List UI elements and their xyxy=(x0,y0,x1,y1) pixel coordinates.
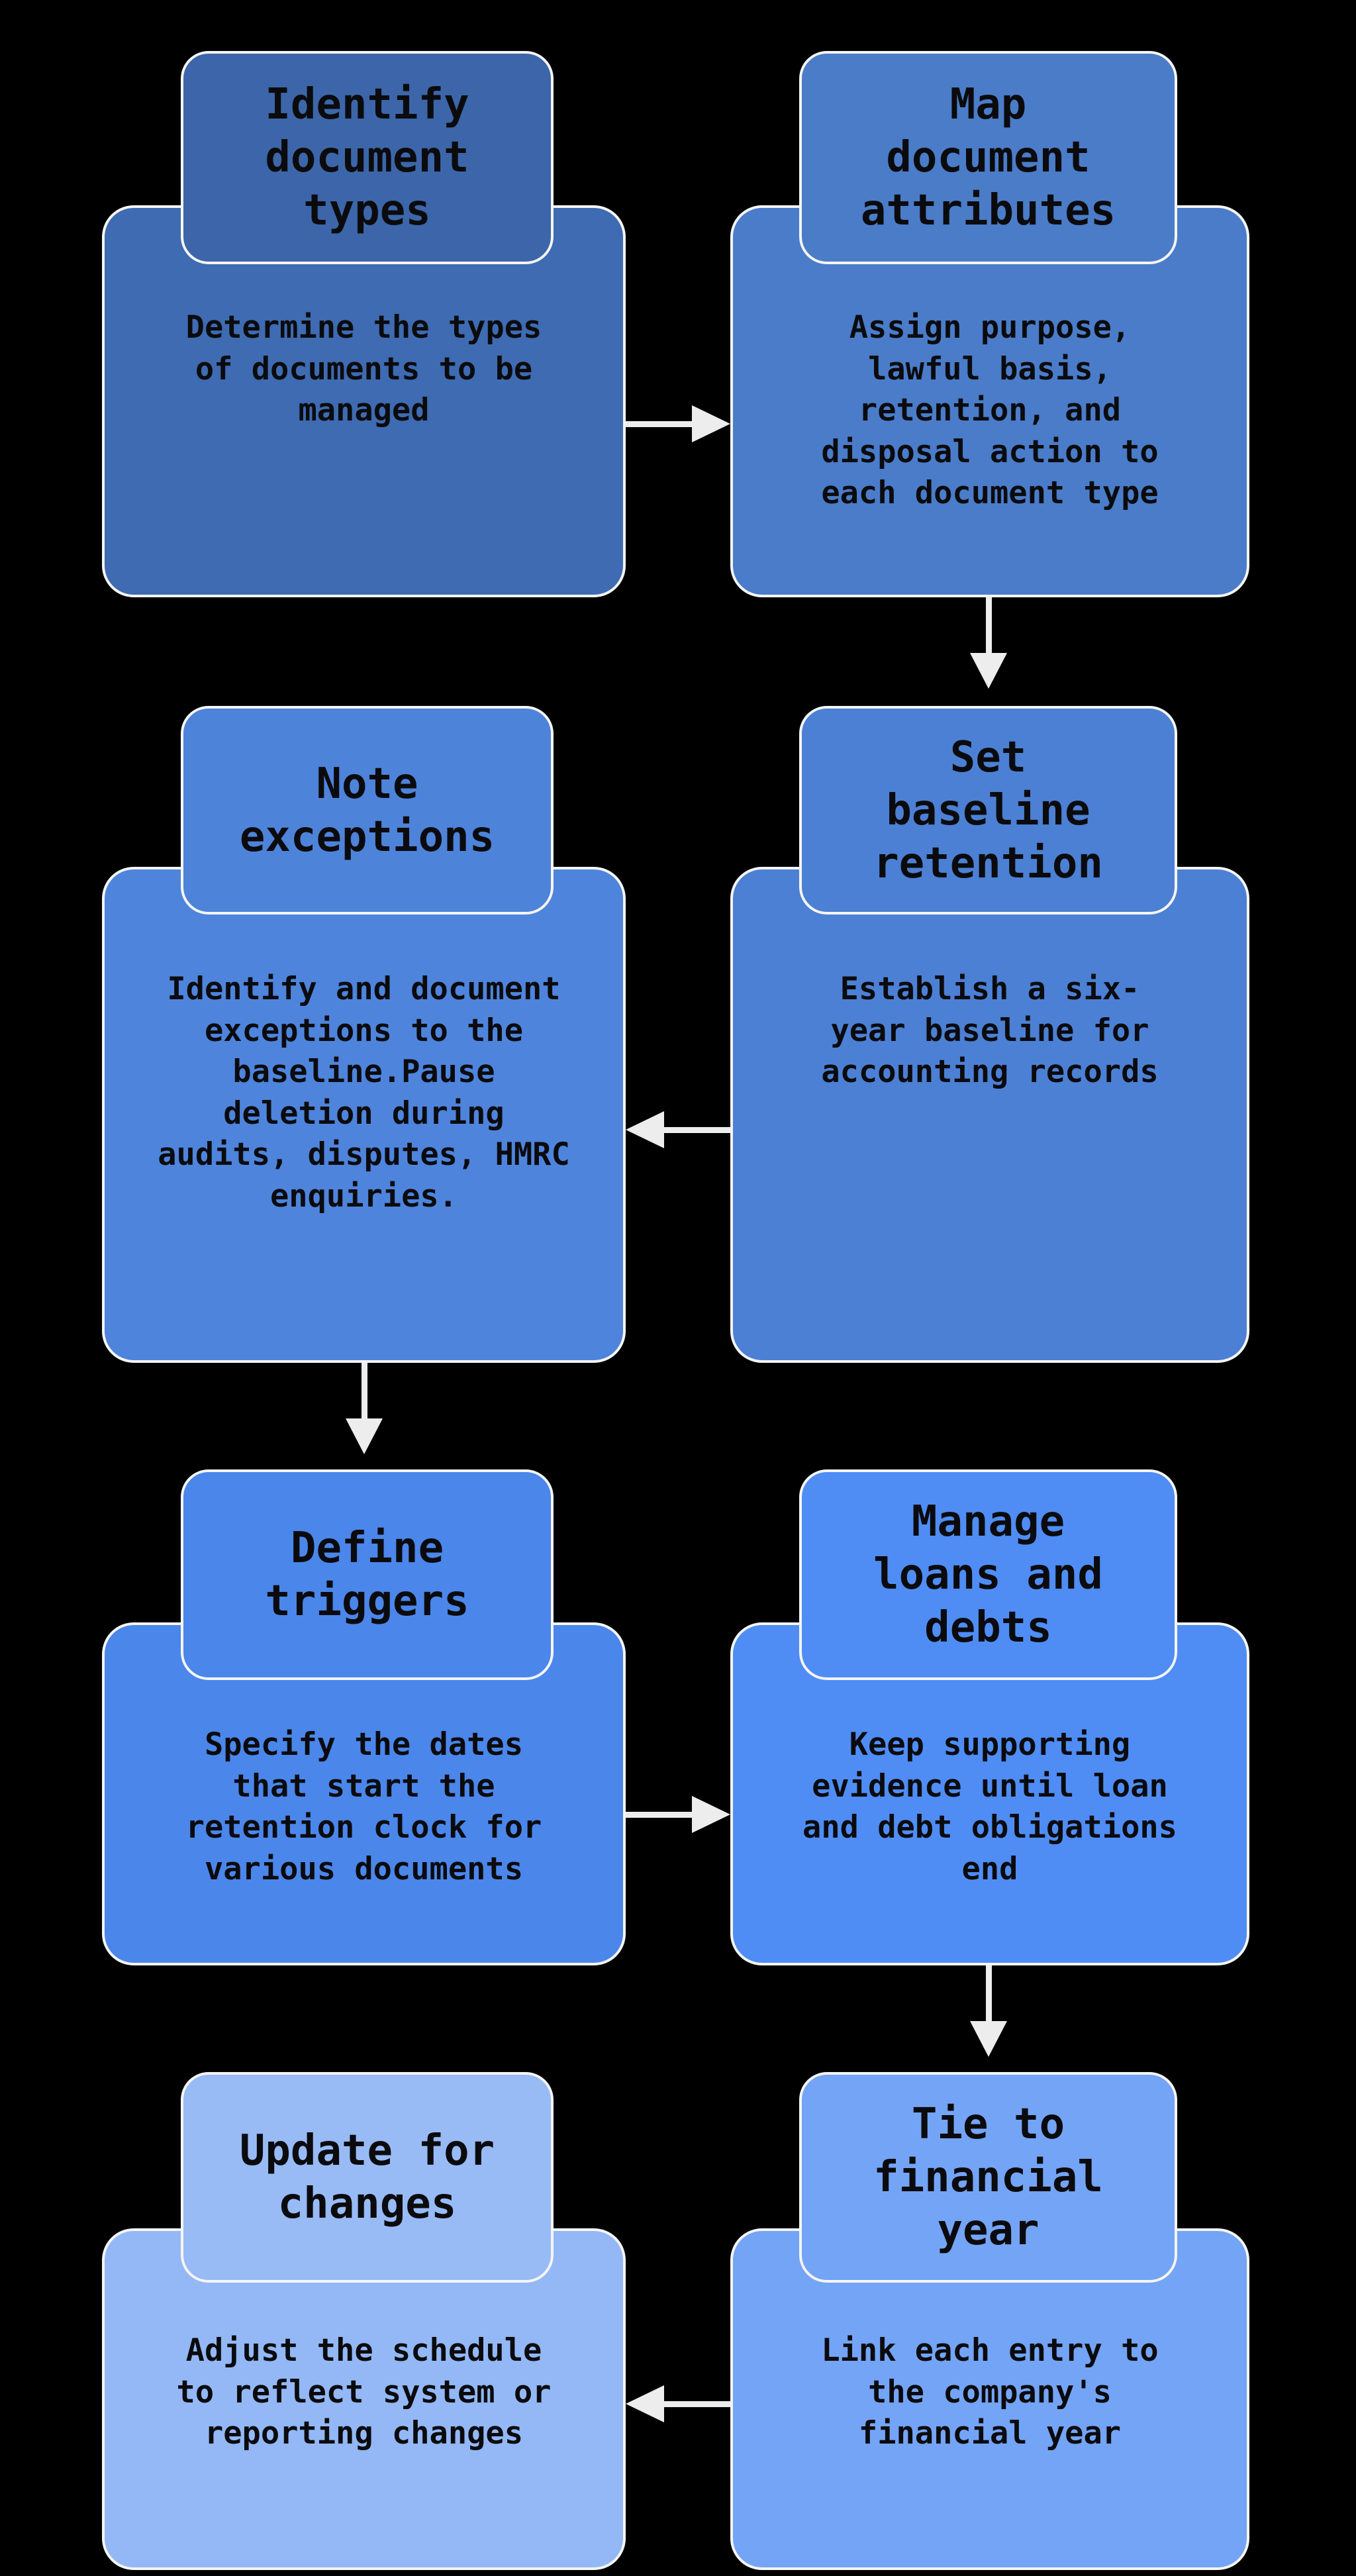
arrow-shaft xyxy=(660,2401,730,2407)
step-description: Adjust the schedule to reflect system or… xyxy=(176,2332,552,2452)
step-title: Tie to financial year xyxy=(873,2100,1103,2255)
step-description: Link each entry to the company's financi… xyxy=(821,2332,1159,2452)
step-title: Note exceptions xyxy=(239,759,495,862)
step-description: Establish a six- year baseline for accou… xyxy=(821,971,1159,1090)
arrow-step1-to-step2-right-icon xyxy=(626,405,730,442)
step-title: Manage loans and debts xyxy=(873,1497,1103,1652)
arrow-shaft xyxy=(362,1363,367,1421)
arrow-head xyxy=(626,2385,664,2422)
step-body-card: Assign purpose, lawful basis, retention,… xyxy=(730,205,1249,597)
arrow-step5-to-step6-right-icon xyxy=(626,1796,730,1833)
step-title-card: Set baseline retention xyxy=(799,706,1177,915)
arrow-shaft xyxy=(986,597,992,656)
step-description: Identify and document exceptions to the … xyxy=(158,971,570,1214)
step-body-card: Identify and document exceptions to the … xyxy=(102,867,626,1363)
step-title-card: Define triggers xyxy=(181,1469,554,1680)
step-title-card: Note exceptions xyxy=(181,706,554,915)
step-body-card: Establish a six- year baseline for accou… xyxy=(730,867,1249,1363)
step-title: Set baseline retention xyxy=(873,732,1103,888)
arrow-shaft xyxy=(626,421,696,427)
step-title-card: Identify document types xyxy=(181,51,554,264)
arrow-step3-to-step4-left-icon xyxy=(626,1111,730,1148)
step-title: Identify document types xyxy=(265,80,469,235)
step-description: Determine the types of documents to be m… xyxy=(185,309,542,428)
step-body-card: Specify the dates that start the retenti… xyxy=(102,1622,626,1965)
step-title-card: Map document attributes xyxy=(799,51,1177,264)
arrow-head xyxy=(346,1418,383,1454)
step-body-card: Determine the types of documents to be m… xyxy=(102,205,626,597)
step-description: Specify the dates that start the retenti… xyxy=(185,1726,542,1887)
arrow-shaft xyxy=(660,1127,730,1133)
arrow-head xyxy=(692,1796,730,1833)
step-title: Map document attributes xyxy=(860,80,1116,235)
step-title-card: Tie to financial year xyxy=(799,2072,1177,2283)
step-title: Define triggers xyxy=(265,1524,469,1626)
arrow-step4-to-step5-down-icon xyxy=(346,1363,383,1454)
arrow-head xyxy=(970,653,1007,689)
arrow-head xyxy=(692,405,730,442)
arrow-shaft xyxy=(626,1812,696,1818)
arrow-step6-to-step7-down-icon xyxy=(970,1965,1007,2057)
arrow-step2-to-step3-down-icon xyxy=(970,597,1007,689)
step-title-card: Manage loans and debts xyxy=(799,1469,1177,1680)
arrow-head xyxy=(626,1111,664,1148)
arrow-step7-to-step8-left-icon xyxy=(626,2385,730,2422)
step-body-card: Link each entry to the company's financi… xyxy=(730,2228,1249,2570)
step-body-card: Adjust the schedule to reflect system or… xyxy=(102,2228,626,2570)
arrow-shaft xyxy=(986,1965,992,2024)
step-description: Assign purpose, lawful basis, retention,… xyxy=(821,309,1159,511)
arrow-head xyxy=(970,2021,1007,2057)
step-title: Update for changes xyxy=(239,2126,495,2228)
step-body-card: Keep supporting evidence until loan and … xyxy=(730,1622,1249,1965)
step-description: Keep supporting evidence until loan and … xyxy=(802,1726,1177,1887)
step-title-card: Update for changes xyxy=(181,2072,554,2283)
